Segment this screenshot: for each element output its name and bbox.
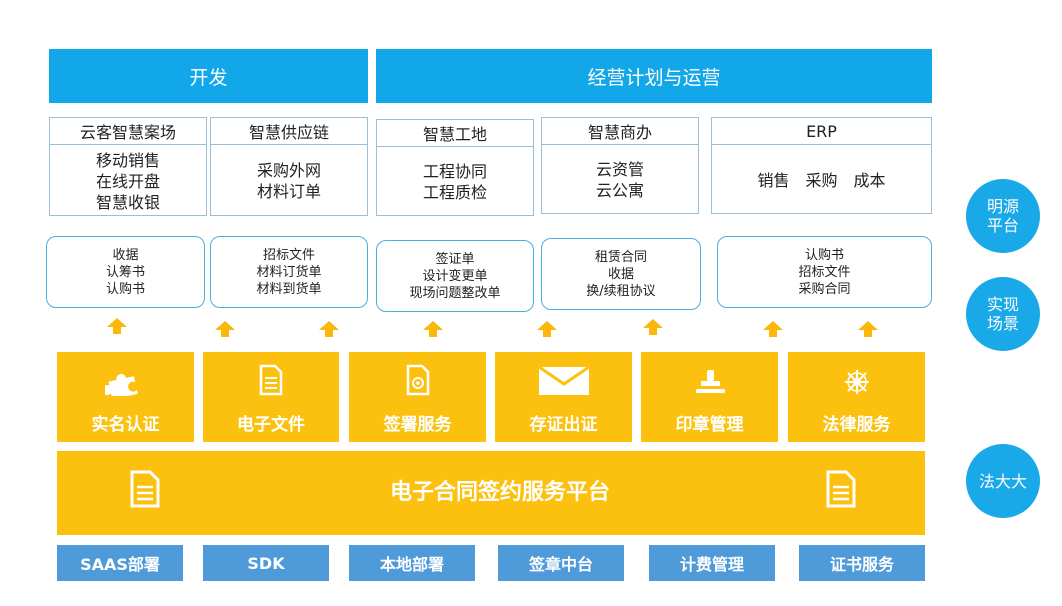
product-line: 移动销售	[95, 150, 160, 170]
scenario-item: 材料到货单	[256, 281, 322, 297]
product-box-site: 智慧工地 工程协同 工程质检	[376, 119, 534, 216]
scenario-item: 采购合同	[798, 281, 851, 297]
scenario-item: 收据	[607, 266, 634, 282]
up-arrow-icon	[107, 318, 127, 334]
scenario-item: 材料订货单	[256, 264, 322, 280]
side-label-line: 实现	[986, 295, 1019, 314]
scenario-box: 认购书 招标文件 采购合同	[717, 236, 932, 308]
product-line: 采购外网	[256, 161, 321, 180]
product-line: 销售 采购 成本	[757, 170, 886, 190]
service-tile-signing: 签署服务	[349, 352, 486, 442]
service-tile-real-name: 实名认证	[57, 352, 194, 442]
side-label-line: 法大大	[978, 471, 1027, 491]
puzzle-icon	[104, 373, 138, 396]
product-title: ERP	[712, 118, 931, 145]
service-tile-legal: 法律服务	[788, 352, 925, 442]
up-arrow-icon	[643, 319, 663, 335]
scenario-item: 设计变更单	[422, 268, 488, 284]
service-tile-evidence: 存证出证	[495, 352, 632, 442]
envelope-icon	[537, 366, 590, 395]
document-icon	[826, 470, 856, 508]
product-title: 智慧商办	[542, 118, 698, 145]
scenario-item: 签证单	[435, 251, 475, 267]
deployment-tile: 证书服务	[799, 545, 925, 581]
scenario-item: 现场问题整改单	[409, 285, 501, 301]
product-box-erp: ERP 销售 采购 成本	[711, 117, 932, 214]
scenario-item: 换/续租协议	[586, 283, 656, 299]
deployment-tile: 签章中台	[498, 545, 624, 581]
scenario-box: 租赁合同 收据 换/续租协议	[541, 238, 701, 310]
up-arrow-icon	[858, 321, 878, 337]
product-line: 在线开盘	[95, 171, 160, 191]
document-seal-icon	[406, 364, 429, 396]
service-label: 存证出证	[529, 415, 598, 435]
product-line: 工程协同	[422, 162, 487, 181]
side-label-fadada: 法大大	[966, 444, 1040, 518]
scenario-box: 招标文件 材料订货单 材料到货单	[210, 236, 368, 308]
up-arrow-icon	[319, 321, 339, 337]
product-line: 云公寓	[595, 181, 644, 200]
deployment-tile: SAAS部署	[57, 545, 183, 581]
service-label: 印章管理	[675, 415, 744, 435]
scenario-box: 签证单 设计变更单 现场问题整改单	[376, 240, 534, 312]
platform-title: 电子合同签约服务平台	[389, 480, 610, 505]
service-tile-e-file: 电子文件	[203, 352, 339, 442]
platform-bar	[57, 451, 925, 535]
product-box-supply-chain: 智慧供应链 采购外网 材料订单	[210, 117, 368, 216]
product-box-commercial: 智慧商办 云资管 云公寓	[541, 117, 699, 214]
product-title: 云客智慧案场	[50, 118, 206, 145]
scenario-item: 招标文件	[262, 247, 315, 263]
service-label: 签署服务	[383, 415, 452, 435]
stamp-icon	[695, 370, 725, 393]
product-box-yunke: 云客智慧案场 移动销售 在线开盘 智慧收银	[49, 117, 207, 216]
up-arrow-icon	[763, 321, 783, 337]
scenario-box: 收据 认筹书 认购书	[46, 236, 205, 308]
scenario-item: 认购书	[804, 247, 844, 263]
product-title: 智慧工地	[377, 120, 533, 147]
service-label: 法律服务	[822, 415, 891, 435]
up-arrow-icon	[215, 321, 235, 337]
banner-development: 开发	[49, 49, 368, 103]
service-label: 实名认证	[91, 415, 160, 435]
scenario-item: 租赁合同	[594, 249, 647, 265]
up-arrow-icon	[537, 321, 557, 337]
side-label-mingyuan-platform: 明源平台	[966, 179, 1040, 253]
side-label-line: 明源	[986, 197, 1019, 216]
product-line: 工程质检	[422, 183, 487, 202]
scenario-item: 收据	[112, 247, 139, 263]
deployment-tile: SDK	[203, 545, 329, 581]
document-icon	[130, 470, 160, 508]
product-line: 材料订单	[256, 182, 321, 201]
side-label-line: 平台	[986, 216, 1019, 235]
side-label-scenarios: 实现场景	[966, 277, 1040, 351]
service-label: 电子文件	[237, 415, 305, 435]
document-icon	[259, 364, 283, 396]
service-tile-seal: 印章管理	[641, 352, 778, 442]
deployment-tile: 本地部署	[349, 545, 475, 581]
banner-operations-planning: 经营计划与运营	[376, 49, 932, 103]
deployment-tile: 计费管理	[649, 545, 775, 581]
up-arrow-icon	[423, 321, 443, 337]
product-title: 智慧供应链	[211, 118, 367, 145]
scenario-item: 认筹书	[105, 264, 145, 280]
scenario-item: 认购书	[105, 281, 145, 297]
side-label-line: 场景	[986, 314, 1019, 333]
product-line: 智慧收银	[95, 192, 160, 212]
product-line: 云资管	[595, 160, 644, 179]
network-icon	[844, 370, 869, 394]
scenario-item: 招标文件	[798, 264, 851, 280]
